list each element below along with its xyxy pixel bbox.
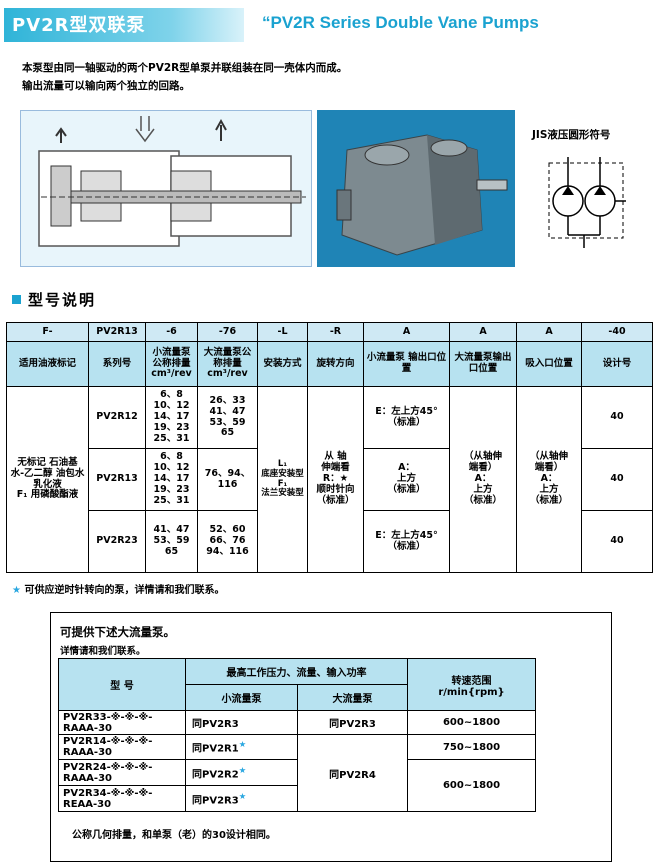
header-row: 适用油液标记 系列号 小流量泵公称排量 cm³/rev 大流量泵公称排量 cm³…	[6, 341, 653, 387]
column-header: 适用油液标记	[6, 341, 89, 387]
small-displacement-cell: 6、8 10、12 14、17 19、23 25、31	[145, 448, 198, 511]
code-cell: A	[363, 322, 450, 342]
large-flow-title: 可提供下述大流量泵。	[60, 625, 175, 639]
table-row: PV2R34-※-※-※-REAA-30 同PV2R3★	[58, 785, 536, 812]
small-outlet-cell: A： 上方 （标准）	[363, 448, 450, 511]
column-header-speed: 转速范围 r/min{rpm}	[407, 658, 536, 711]
series-cell: PV2R12	[88, 386, 146, 449]
code-cell: -76	[197, 322, 258, 342]
small-displacement-cell: 6、8 10、12 14、17 19、23 25、31	[145, 386, 198, 449]
column-header: 大流量泵输出口位置	[449, 341, 517, 387]
star-note: ★ 可供应逆时针转向的泵，详情请和我们联系。	[12, 581, 224, 596]
code-cell: -L	[257, 322, 308, 342]
small-pump-cell: 同PV2R1★	[185, 734, 298, 760]
star-note-text: 可供应逆时针转向的泵，详情请和我们联系。	[24, 585, 225, 596]
model-code-table: F- PV2R13 -6 -76 -L -R A A A -40 适用油液标记 …	[6, 322, 653, 573]
code-cell: -R	[307, 322, 364, 342]
section-marker-icon	[12, 295, 21, 304]
large-outlet-cell: （从轴伸 端看） A： 上方 （标准）	[449, 386, 517, 573]
star-icon: ★	[12, 585, 21, 596]
oil-type-cell: 无标记 石油基 水-乙二醇 油包水乳化液 F₁ 用磷酸酯液	[6, 386, 89, 573]
small-displacement-cell: 41、47 53、59 65	[145, 510, 198, 573]
section-title: 型号说明	[28, 291, 97, 309]
mount-type-cell: L₁ 底座安装型 F₁ 法兰安装型	[257, 386, 308, 573]
series-cell: PV2R13	[88, 448, 146, 511]
large-flow-pump-box	[50, 612, 612, 862]
star-icon: ★	[238, 739, 247, 750]
speed-cell: 600~1800	[407, 710, 536, 735]
column-header: 旋转方向	[307, 341, 364, 387]
column-header: 小流量泵公称排量 cm³/rev	[145, 341, 198, 387]
code-cell: -40	[581, 322, 653, 342]
large-flow-table: 型 号 最高工作压力、流量、输入功率 转速范围 r/min{rpm} 小流量泵 …	[58, 658, 536, 812]
large-displacement-cell: 52、60 66、76 94、116	[197, 510, 258, 573]
speed-merged-cell: 600~1800	[407, 759, 536, 812]
table-row: 无标记 石油基 水-乙二醇 油包水乳化液 F₁ 用磷酸酯液 PV2R12 6、8…	[6, 386, 653, 573]
jis-symbol-label: JIS液压圆形符号	[532, 129, 611, 141]
table-row: PV2R23 41、47 53、59 65 52、60 66、76 94、116…	[7, 510, 653, 573]
model-cell: PV2R14-※-※-※-RAAA-30	[58, 734, 186, 760]
header-bar	[4, 8, 244, 42]
large-pump-cell: 同PV2R3	[297, 710, 408, 735]
column-header: 小流量泵 输出口位置	[363, 341, 450, 387]
design-cell: 40	[581, 510, 653, 573]
code-cell: A	[516, 322, 582, 342]
jis-symbol-diagram	[548, 155, 628, 254]
large-displacement-cell: 26、33 41、47 53、59 65	[197, 386, 258, 449]
design-cell: 40	[581, 448, 653, 511]
intro-line-2: 输出流量可以输向两个独立的回路。	[22, 80, 190, 92]
column-header-model: 型 号	[58, 658, 186, 711]
large-pump-merged-cell: 同PV2R4	[297, 734, 408, 812]
column-header-large: 大流量泵	[297, 684, 408, 711]
code-cell: PV2R13	[88, 322, 146, 342]
small-outlet-cell: E：左上方45° （标准）	[363, 510, 450, 573]
code-row: F- PV2R13 -6 -76 -L -R A A A -40	[6, 322, 653, 342]
column-header: 安装方式	[257, 341, 308, 387]
column-header-group: 最高工作压力、流量、输入功率	[185, 658, 408, 685]
table-row: PV2R14-※-※-※-RAAA-30 同PV2R1★ 同PV2R4 750~…	[58, 734, 536, 812]
speed-cell: 750~1800	[407, 734, 536, 760]
code-cell: F-	[6, 322, 89, 342]
rotation-cell: 从 轴 伸端看 R：★ 顺时针向 （标准）	[307, 386, 364, 573]
large-flow-footer: 公称几何排量，和单泵（老）的30设计相同。	[72, 830, 276, 841]
model-cell: PV2R24-※-※-※-RAAA-30	[58, 759, 186, 786]
table-row: PV2R24-※-※-※-RAAA-30 同PV2R2★ 600~1800	[58, 759, 536, 812]
cross-section-drawing	[20, 110, 312, 267]
column-header: 大流量泵公称排量 cm³/rev	[197, 341, 258, 387]
column-header-small: 小流量泵	[185, 684, 298, 711]
design-cell: 40	[581, 386, 653, 449]
large-flow-subtitle: 详情请和我们联系。	[60, 646, 146, 657]
large-displacement-cell: 76、94、 116	[197, 448, 258, 511]
intro-line-1: 本泵型由同一轴驱动的两个PV2R型单泵并联组装在同一壳体内而成。	[22, 62, 348, 74]
series-cell: PV2R23	[88, 510, 146, 573]
suction-cell: （从轴伸 端看） A： 上方 （标准）	[516, 386, 582, 573]
model-cell: PV2R34-※-※-※-REAA-30	[58, 785, 186, 812]
star-icon: ★	[238, 790, 247, 801]
star-icon: ★	[238, 764, 247, 775]
small-outlet-cell: E：左上方45° （标准）	[363, 386, 450, 449]
page-title-english: “PV2R Series Double Vane Pumps	[262, 13, 539, 32]
column-header: 系列号	[88, 341, 146, 387]
page-title: PV2R型双联泵	[12, 15, 146, 36]
model-cell: PV2R33-※-※-※-RAAA-30	[58, 710, 186, 735]
small-pump-cell: 同PV2R3★	[185, 785, 298, 812]
pump-photo	[317, 110, 515, 267]
small-pump-cell: 同PV2R2★	[185, 759, 298, 786]
code-cell: -6	[145, 322, 198, 342]
column-header: 吸入口位置	[516, 341, 582, 387]
small-pump-cell: 同PV2R3	[185, 710, 298, 735]
table-row: PV2R33-※-※-※-RAAA-30 同PV2R3 同PV2R3 600~1…	[58, 710, 536, 735]
column-header: 设计号	[581, 341, 653, 387]
code-cell: A	[449, 322, 517, 342]
